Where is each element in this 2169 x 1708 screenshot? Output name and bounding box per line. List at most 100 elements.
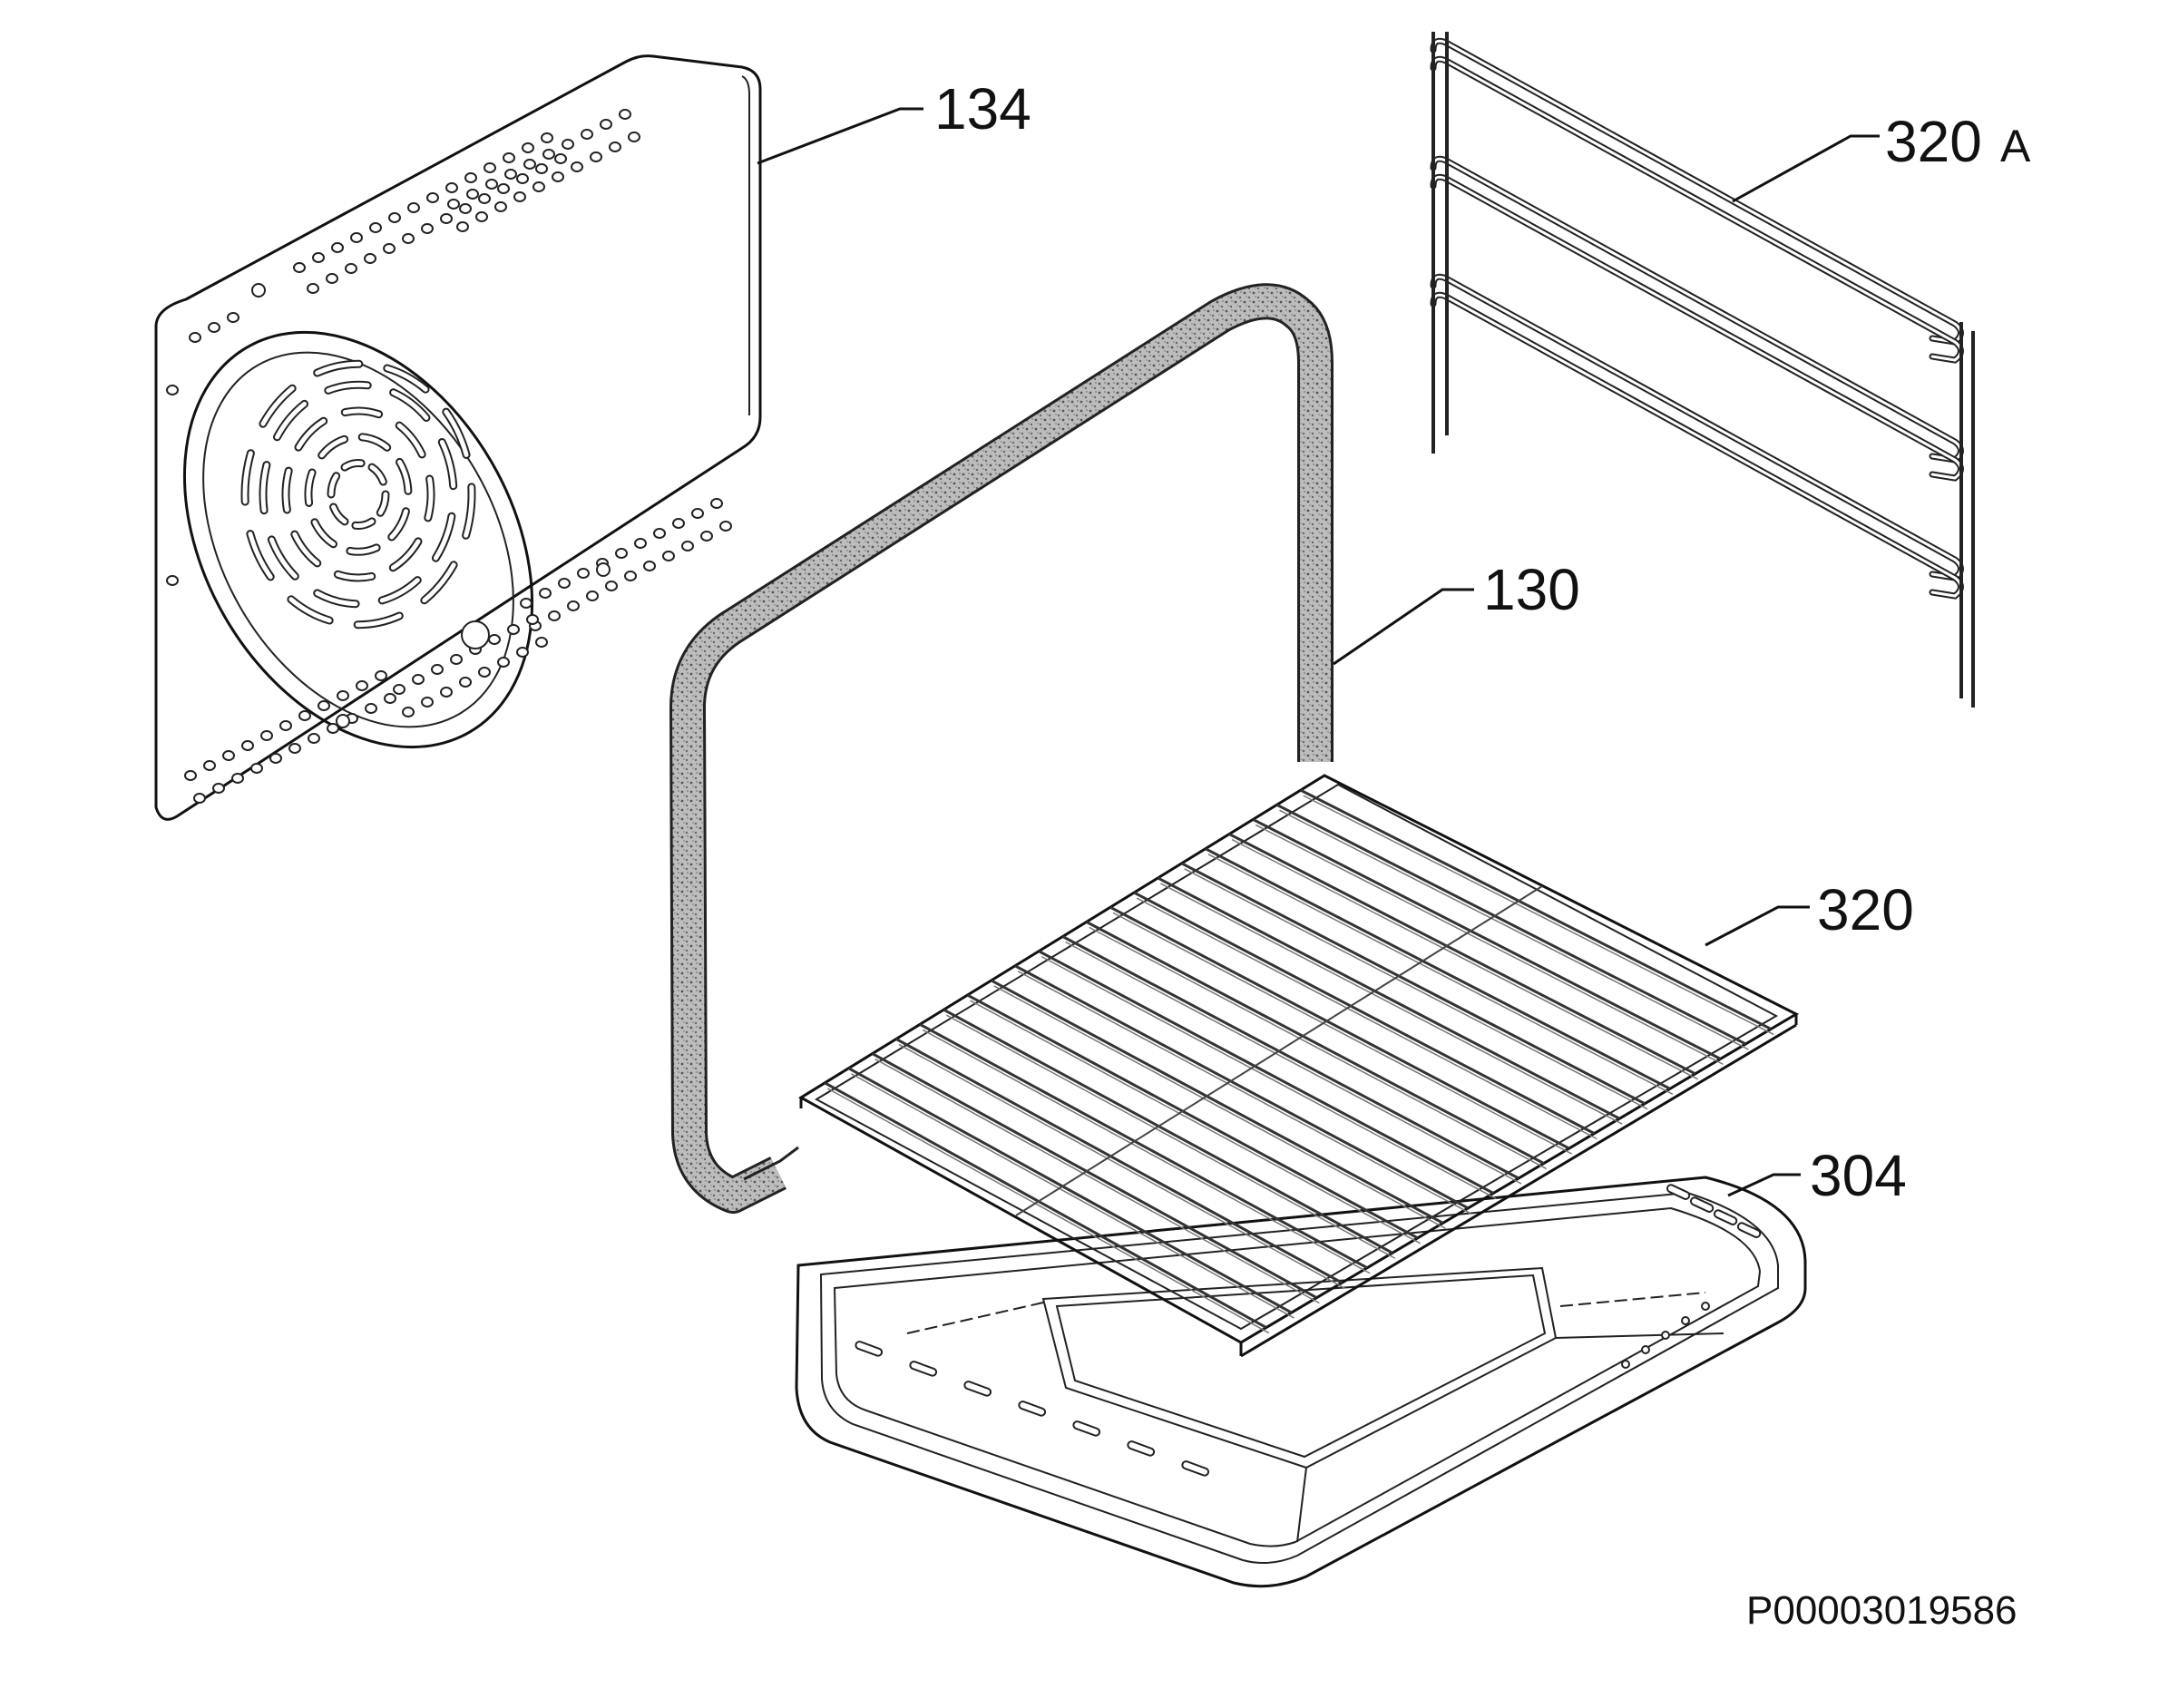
vent-hole — [516, 647, 529, 658]
fan-slot-inner — [335, 571, 375, 581]
fan-slot-inner — [347, 545, 379, 554]
vent-hole — [516, 173, 529, 184]
vent-hole — [222, 750, 235, 761]
vent-hole — [609, 142, 621, 152]
vent-hole — [485, 179, 498, 190]
vent-hole — [653, 528, 666, 539]
drawing-code: P00003019586 — [1746, 1588, 2018, 1633]
vent-hole — [350, 232, 363, 243]
baking-tray-label: 304 — [1810, 1143, 1907, 1208]
fan-slot-inner — [369, 464, 386, 484]
vent-hole — [308, 733, 320, 744]
vent-hole — [369, 222, 382, 233]
vent-hole — [526, 614, 539, 625]
vent-hole — [375, 670, 387, 681]
vent-hole — [691, 508, 704, 519]
tray-slot — [963, 1381, 992, 1397]
vent-hole — [523, 159, 536, 170]
vent-hole — [615, 548, 628, 559]
vent-hole — [388, 212, 401, 223]
vent-hole — [293, 262, 306, 273]
tray-slot — [1713, 1209, 1738, 1225]
vent-hole — [478, 667, 491, 678]
fan-slot-inner — [389, 509, 408, 540]
vent-hole — [710, 498, 723, 509]
grid-wire — [1205, 847, 1671, 1090]
vent-hole — [497, 657, 510, 668]
vent-hole — [520, 598, 532, 609]
tray-slot — [909, 1361, 938, 1377]
grid-wire-shadow — [1041, 955, 1497, 1200]
tray-dot — [1701, 1302, 1710, 1311]
fan-cover-panel — [154, 54, 762, 821]
grid-wire — [991, 979, 1444, 1225]
vent-hole — [554, 153, 567, 164]
vent-hole — [345, 263, 357, 274]
fan-slot-inner — [425, 476, 434, 521]
vent-hole — [279, 720, 292, 731]
vent-hole — [522, 142, 534, 153]
vent-hole — [539, 588, 552, 599]
grid-wire — [824, 1081, 1267, 1329]
vent-hole — [605, 581, 618, 591]
grid-wire — [966, 993, 1419, 1240]
vent-hole — [466, 189, 479, 200]
vent-hole — [364, 253, 376, 264]
fan-slot-inner — [355, 613, 402, 628]
grid-wire — [1157, 876, 1620, 1120]
vent-hole — [581, 129, 593, 140]
fan-slot-inner — [319, 436, 347, 458]
grid-wire — [1180, 862, 1646, 1106]
vent-hole — [337, 690, 349, 701]
vent-hole — [447, 199, 460, 210]
vent-hole — [166, 575, 179, 586]
vent-hole — [624, 571, 637, 581]
vent-hole — [567, 600, 580, 611]
baking-tray-pan — [795, 1176, 1807, 1588]
grid-wire — [943, 1008, 1393, 1254]
grid-wire-shadow — [1255, 824, 1724, 1066]
vent-hole — [535, 163, 548, 174]
vent-hole — [393, 684, 405, 695]
grid-wire — [895, 1038, 1343, 1284]
fan-slot-inner — [269, 537, 298, 579]
vent-hole — [456, 221, 469, 232]
vent-hole — [478, 193, 491, 204]
vent-hole — [166, 385, 179, 395]
grid-wire — [1133, 891, 1596, 1135]
vent-hole — [541, 132, 553, 143]
tray-slot — [1181, 1460, 1210, 1477]
vent-hole — [507, 624, 520, 635]
fan-slot-inner — [390, 539, 421, 571]
fan-slot-inner — [328, 473, 339, 497]
vent-hole — [475, 211, 488, 222]
vent-hole — [331, 242, 344, 253]
tray-slot — [1072, 1420, 1101, 1437]
grid-wire-shadow — [1136, 897, 1597, 1140]
vent-hole — [318, 700, 330, 711]
vent-hole — [628, 132, 640, 142]
grid-shelf-label: 320 — [1817, 877, 1914, 942]
grid-wire-shadow — [874, 1058, 1320, 1304]
grid-wire-shadow — [922, 1029, 1371, 1274]
grid-wire-shadow — [1017, 971, 1471, 1215]
grid-wire-shadow — [1089, 926, 1548, 1170]
grid-wire — [847, 1067, 1293, 1314]
fan-slot-inner — [248, 532, 273, 580]
vent-hole — [184, 770, 197, 781]
vent-hole — [356, 680, 368, 691]
door-seal-label: 130 — [1483, 557, 1580, 622]
grid-wire-shadow — [1279, 809, 1749, 1050]
vent-hole — [227, 312, 239, 323]
vent-hole — [193, 793, 206, 804]
vent-hole — [421, 223, 434, 234]
rail-wire-inner — [1431, 293, 1962, 598]
vent-hole — [327, 723, 339, 734]
vent-hole — [440, 687, 453, 698]
grid-wire-shadow — [1160, 883, 1623, 1125]
vent-hole — [189, 332, 201, 343]
vent-hole — [445, 182, 458, 193]
vent-hole — [681, 541, 694, 551]
vent-hole — [542, 149, 555, 160]
